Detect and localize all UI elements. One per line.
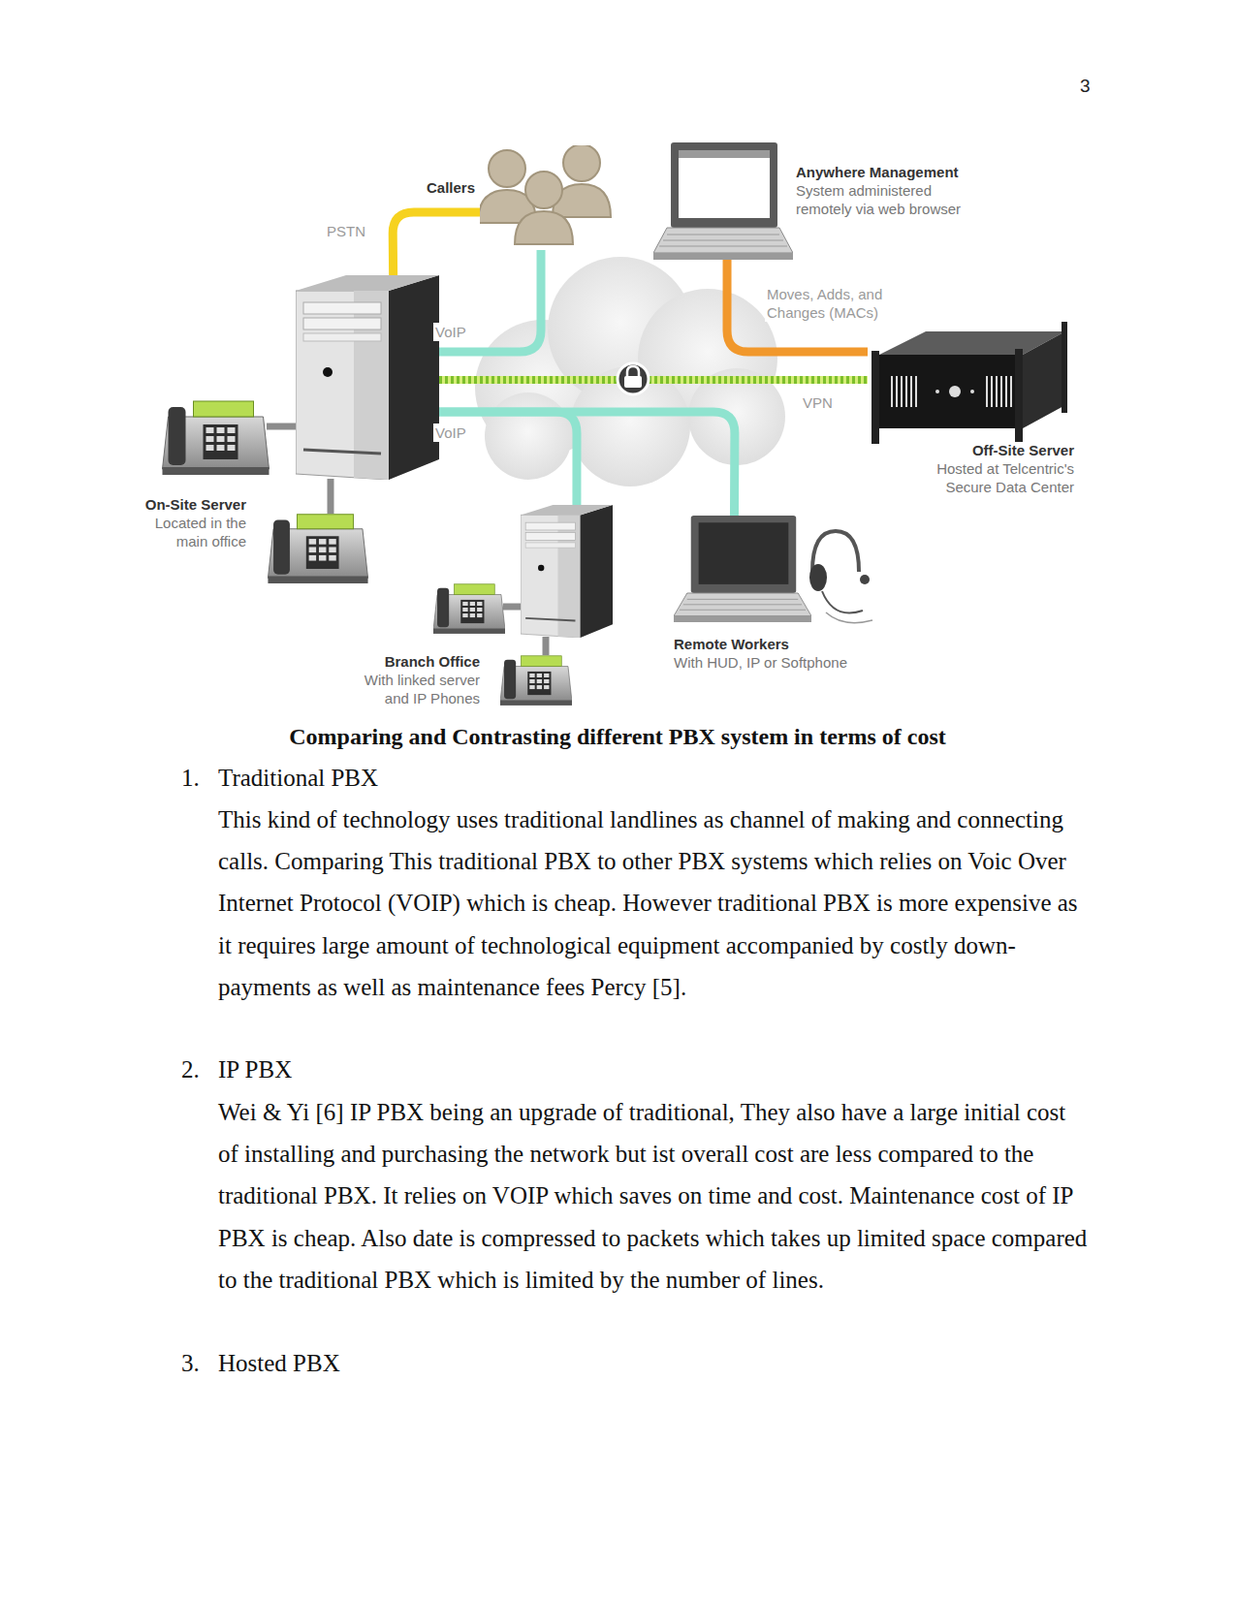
ip-phone <box>162 401 270 476</box>
page-number: 3 <box>1079 74 1091 98</box>
connector <box>392 212 480 276</box>
connector-label: VoIP <box>433 322 469 342</box>
node-heading: Anywhere Management <box>795 162 959 182</box>
server-tower <box>520 505 613 638</box>
node-heading: Off-Site Server <box>972 441 1075 460</box>
connector-label: VoIP <box>433 423 469 443</box>
connector-line <box>392 212 480 276</box>
ip-phone <box>500 656 572 706</box>
connector-label: VPN <box>800 393 835 412</box>
node-heading: On-Site Server <box>145 495 247 514</box>
node-caption: With linked server and IP Phones <box>336 670 480 708</box>
node-caption: System administered remotely via web bro… <box>795 181 986 219</box>
node-caption: Hosted at Telcentric's Secure Data Cente… <box>897 459 1075 497</box>
diagram-node: Callers <box>479 145 613 251</box>
node-heading: Branch Office <box>384 652 480 671</box>
diagram-node: On-Site ServerLocated in the main office <box>295 275 440 480</box>
list-heading: Hosted PBX <box>218 1342 341 1385</box>
connector <box>439 379 868 381</box>
connector-line <box>439 376 868 384</box>
connector <box>439 412 735 516</box>
ip-phone <box>267 514 368 584</box>
diagram-node: Remote WorkersWith HUD, IP or Softphone <box>673 515 812 623</box>
section-heading: Comparing and Contrasting different PBX … <box>288 719 947 755</box>
diagram-node: Off-Site ServerHosted at Telcentric's Se… <box>867 321 1078 444</box>
list-number: 2. <box>181 1048 200 1091</box>
list-heading: IP PBX <box>218 1048 292 1091</box>
node-caption: With HUD, IP or Softphone <box>673 653 848 672</box>
vpn-lock <box>617 363 649 395</box>
headset <box>809 531 873 624</box>
node-heading: Callers <box>426 178 476 197</box>
ip-phone <box>433 584 506 634</box>
server-tower <box>295 275 440 480</box>
laptop <box>673 515 812 623</box>
rack-server <box>867 321 1078 444</box>
list-number: 1. <box>181 757 200 799</box>
node-caption: Located in the main office <box>129 513 247 551</box>
callers-icon <box>479 145 613 251</box>
connector-label: Moves, Adds, and Changes (MACs) <box>764 285 890 322</box>
connector-line <box>439 412 735 516</box>
node-heading: Remote Workers <box>673 634 790 654</box>
connector-label: PSTN <box>324 221 368 241</box>
list-heading: Traditional PBX <box>218 757 379 799</box>
diagram-node: Branch OfficeWith linked server and IP P… <box>520 505 613 638</box>
paragraph: This kind of technology uses traditional… <box>218 798 1091 1009</box>
paragraph: Wei & Yi [6] IP PBX being an upgrade of … <box>218 1091 1091 1301</box>
laptop <box>653 142 793 260</box>
connector-dashes <box>439 376 868 384</box>
diagram-node: Anywhere ManagementSystem administered r… <box>653 142 793 260</box>
list-number: 3. <box>181 1342 200 1385</box>
